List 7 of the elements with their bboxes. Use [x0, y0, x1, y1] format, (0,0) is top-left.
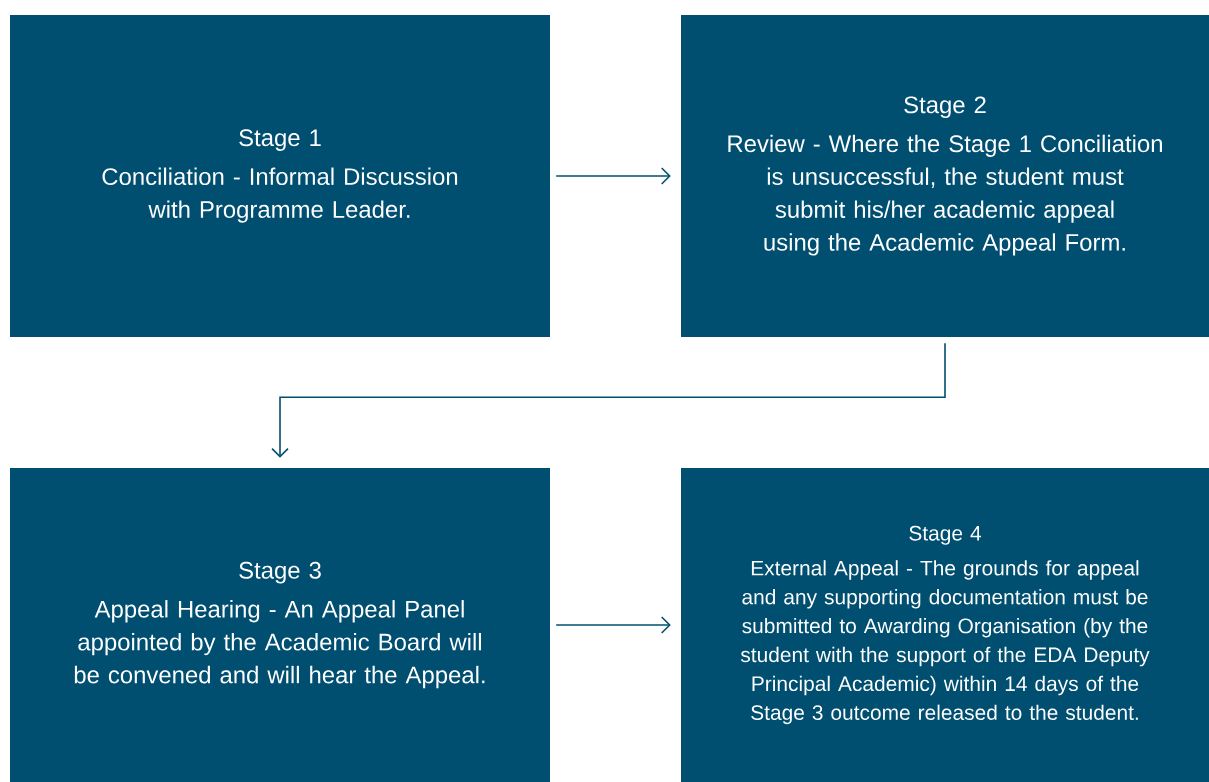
arrow [555, 167, 671, 185]
stage-box: Stage 1 Conciliation - Informal Discussion with Programme Leader. [10, 15, 550, 337]
stage-box: Stage 3 Appeal Hearing - An Appeal Panel appointed by the Academic Board will be convened and will hear the Appeal. [10, 468, 550, 782]
stage-box: Stage 2 Review - Where the Stage 1 Conciliation is unsuccessful, the student must submit his/her academic appeal using the Academic Appeal Form. [681, 15, 1209, 337]
stage-box: Stage 4 External Appeal - The grounds for appeal and any supporting documentation must be submitted to Awarding Organisation (by the student with the support of the EDA Deputy Principal Academic) within 14 days of the Stage 3 outcome released to the student. [681, 468, 1209, 782]
arrow [271, 342, 946, 458]
arrow [555, 616, 671, 634]
